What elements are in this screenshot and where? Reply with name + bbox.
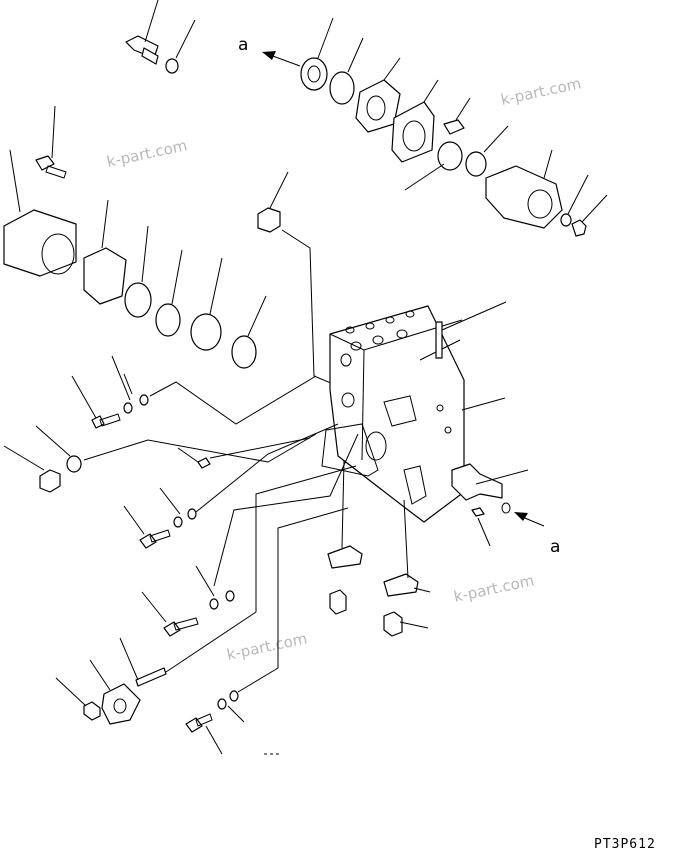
left-stack — [83, 199, 267, 369]
figure-code: PT3P612 — [594, 837, 656, 852]
left-bolt — [35, 105, 67, 179]
main-valve-body — [321, 305, 465, 523]
bottom-bolt — [185, 507, 349, 755]
left-fasteners — [3, 355, 317, 493]
lower-left-stack — [55, 465, 357, 725]
left-cylinder — [3, 149, 77, 277]
small-pin — [471, 507, 491, 547]
stud-bolt — [435, 301, 507, 359]
right-plunger: a — [451, 463, 560, 557]
arrow-label-right: a — [550, 537, 560, 557]
right-cover — [485, 149, 608, 237]
watermark: k-part.com — [452, 571, 536, 606]
center-nut — [257, 171, 339, 387]
lower-clamps — [327, 459, 431, 637]
arrow-a-top: a — [238, 35, 301, 67]
top-fitting — [125, 0, 159, 65]
top-valve-stack — [300, 17, 509, 191]
arrow-label-top: a — [238, 35, 248, 55]
watermark: k-part.com — [499, 74, 583, 109]
top-washer — [165, 19, 196, 74]
watermark: k-part.com — [225, 629, 309, 664]
watermark: k-part.com — [105, 136, 189, 171]
